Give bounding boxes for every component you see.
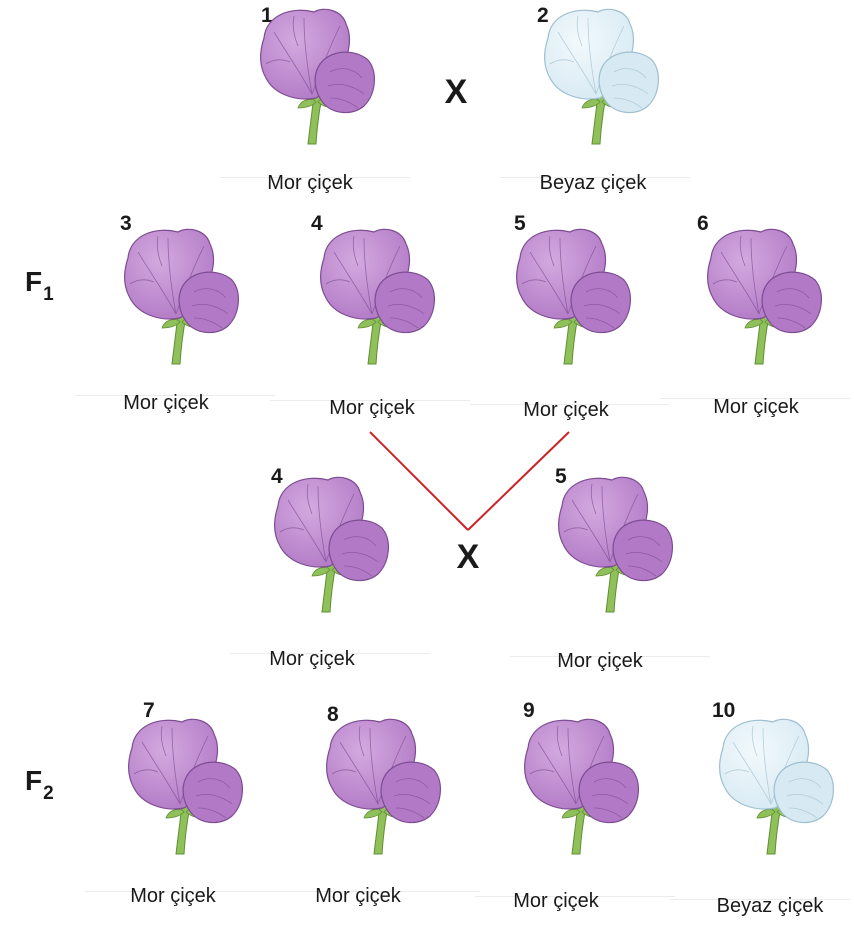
plant-number: 9 [523,699,535,722]
plant-caption: Mor çiçek [557,650,643,672]
plant-number: 7 [143,699,155,722]
plant-caption: Mor çiçek [267,172,353,194]
purple-flower-icon [548,470,680,613]
plant-caption: Mor çiçek [123,392,209,414]
plant-caption: Beyaz çiçek [716,895,824,917]
plant-caption: Mor çiçek [713,396,799,418]
ground-shadow [470,404,670,405]
plant-number: 2 [537,4,549,27]
plant-caption: Mor çiçek [329,397,415,419]
plant-caption: Mor çiçek [523,399,609,421]
generation-label-f1: F1 [25,266,54,305]
plant-number: 10 [712,699,736,722]
plant-number: 5 [555,465,567,488]
purple-flower-icon [506,222,638,365]
plant-number: 8 [327,703,339,726]
ground-shadow [660,398,850,399]
plant-caption: Beyaz çiçek [539,172,647,194]
plant-caption: Mor çiçek [130,885,216,907]
purple-flower-icon [250,2,382,145]
connector-line-left [369,431,469,531]
ground-shadow [475,896,675,897]
plant-caption: Mor çiçek [315,885,401,907]
purple-flower-icon [264,470,396,613]
cross-symbol-parents: X [444,73,468,111]
plant-number: 6 [697,212,709,235]
ground-shadow [270,400,470,401]
ground-shadow [510,656,710,657]
purple-flower-icon [697,222,829,365]
plant-number: 1 [261,4,273,27]
purple-flower-icon [114,222,246,365]
plant-number: 4 [271,465,283,488]
generation-label-f2: F2 [25,765,54,804]
white-flower-icon [709,712,841,855]
ground-shadow [500,177,690,178]
ground-shadow [75,395,275,396]
plant-caption: Mor çiçek [269,648,355,670]
purple-flower-icon [514,712,646,855]
ground-shadow [280,891,480,892]
white-flower-icon [534,2,666,145]
cross-symbol-f1: X [456,538,480,576]
plant-caption: Mor çiçek [513,890,599,912]
plant-number: 3 [120,212,132,235]
ground-shadow [85,891,285,892]
purple-flower-icon [118,712,250,855]
plant-number: 5 [514,212,526,235]
purple-flower-icon [310,222,442,365]
purple-flower-icon [316,712,448,855]
ground-shadow [230,653,430,654]
plant-number: 4 [311,212,323,235]
connector-line-right [467,431,570,531]
ground-shadow [670,899,850,900]
ground-shadow [220,177,410,178]
